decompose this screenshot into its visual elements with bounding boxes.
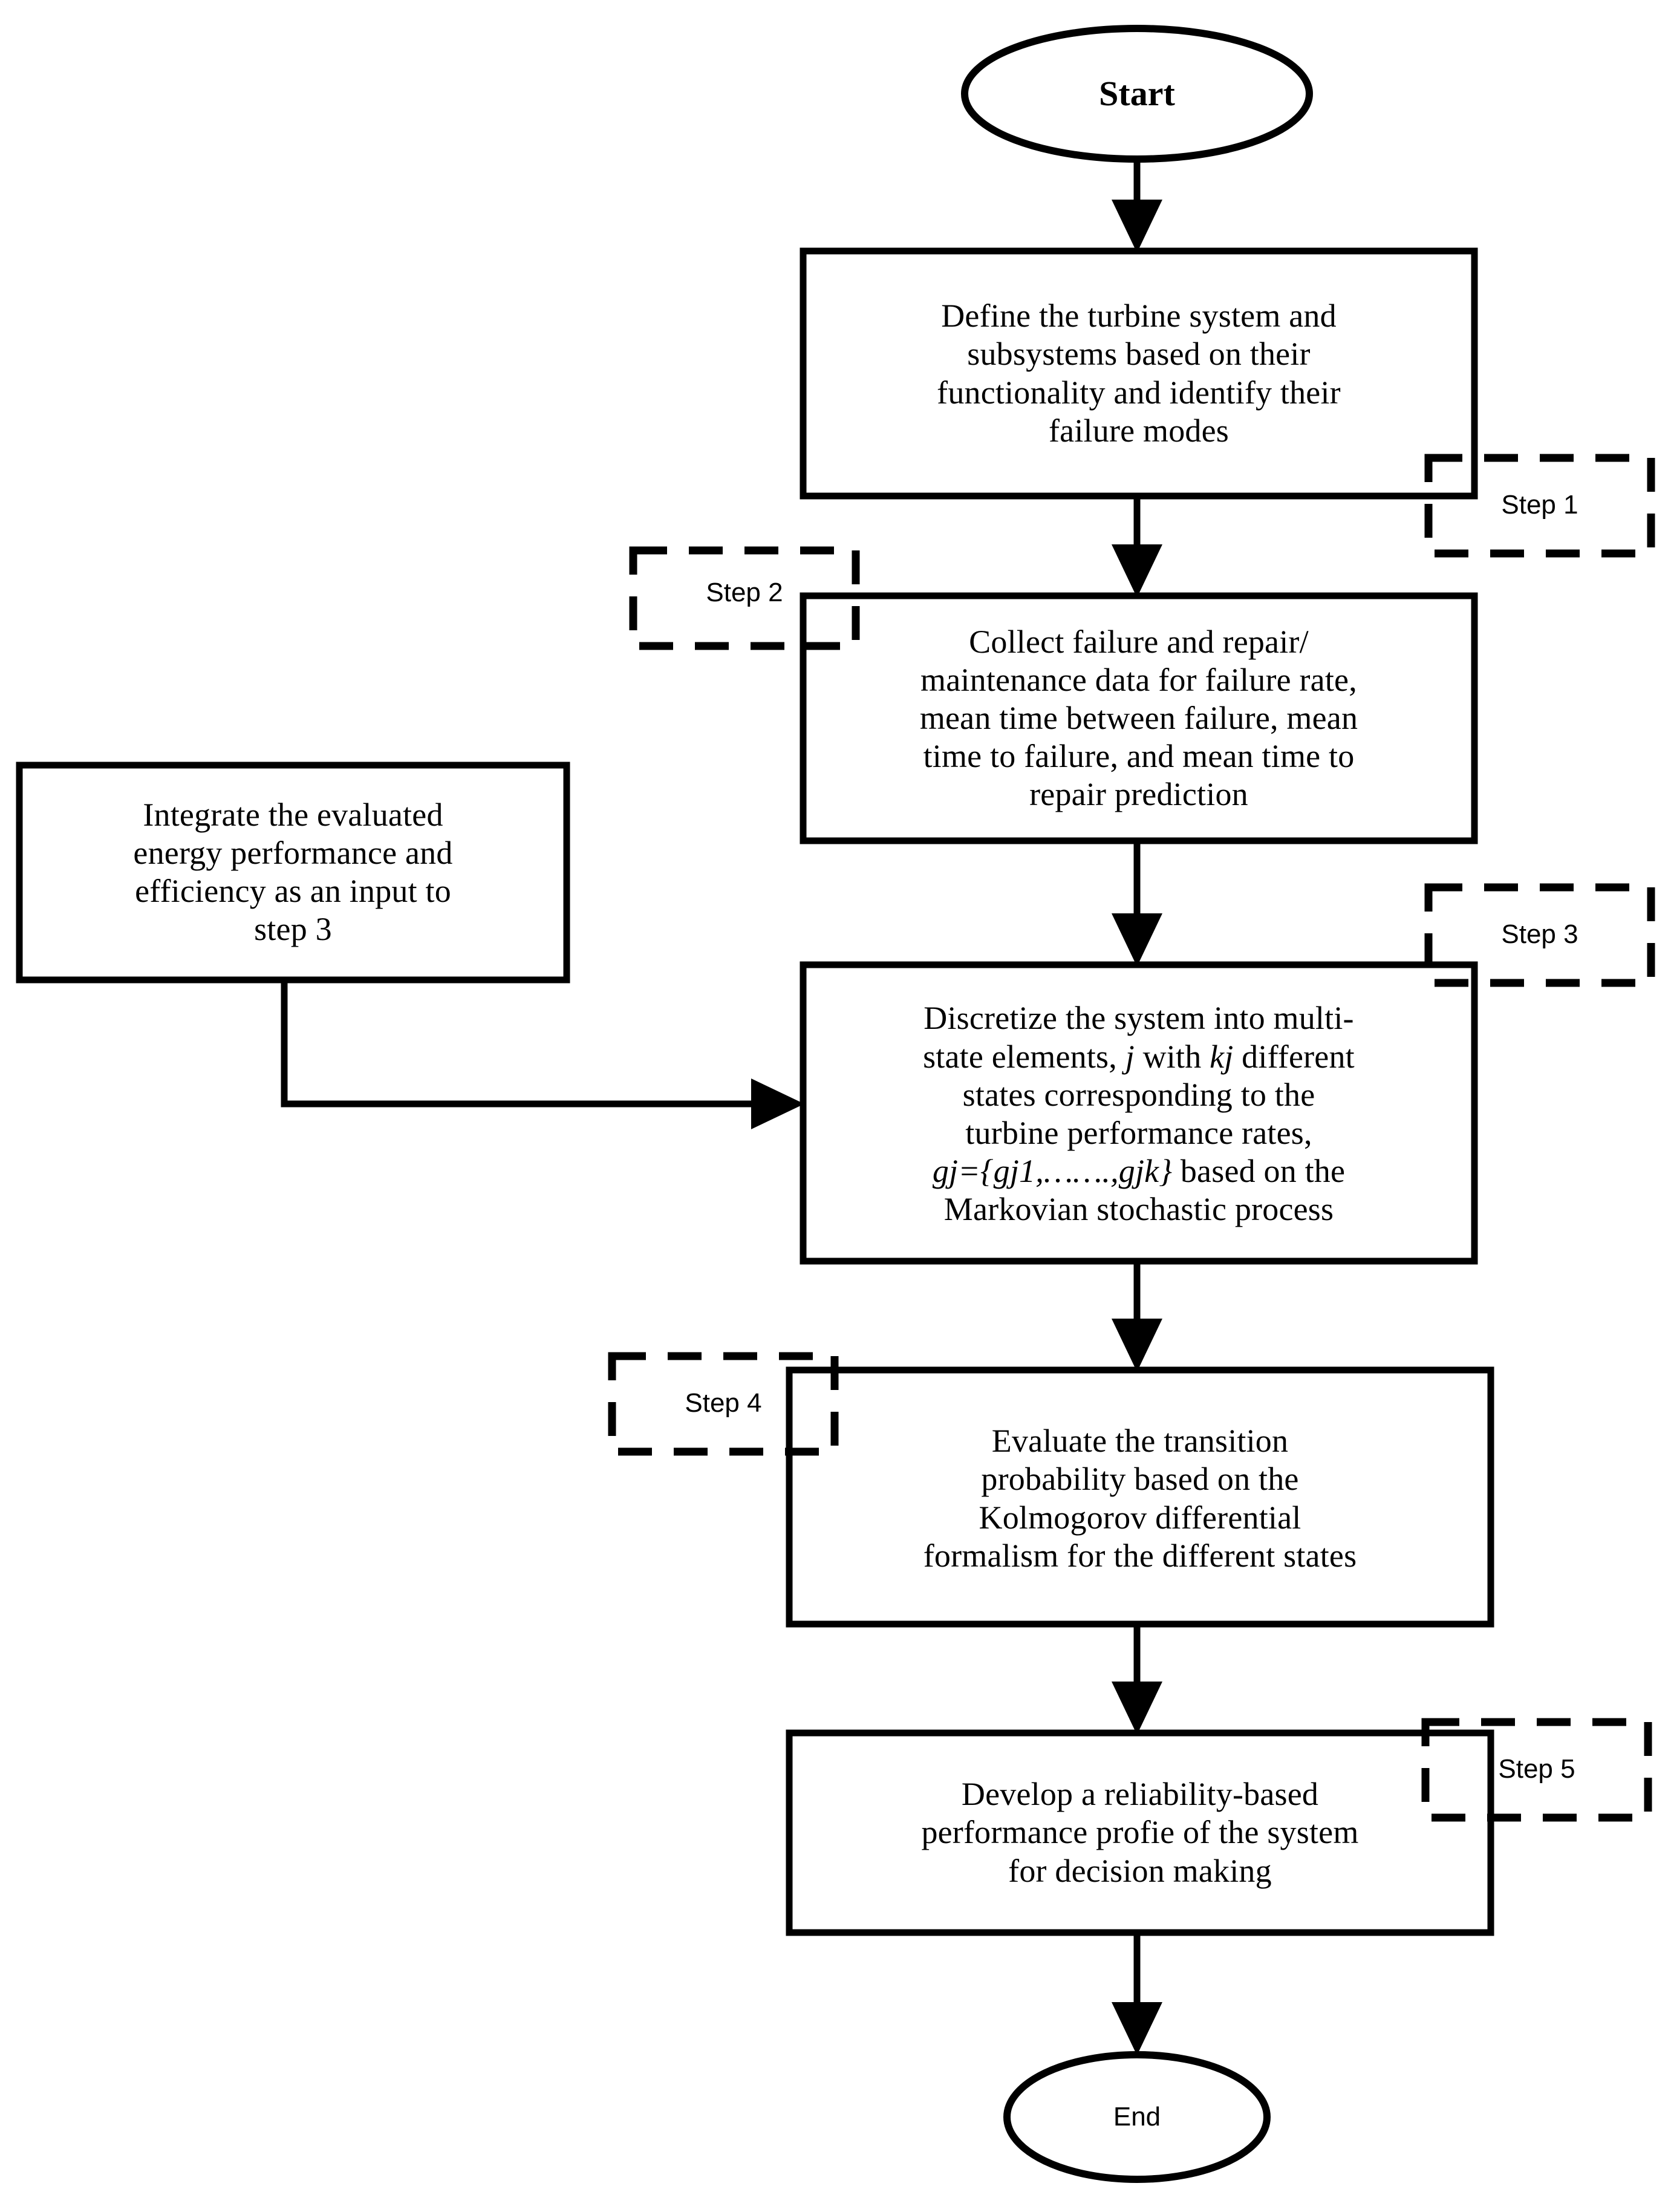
step2-callout-shape bbox=[629, 546, 860, 650]
box3-line2-mid: with bbox=[1134, 1038, 1210, 1075]
edge-box5-to-end bbox=[1112, 1933, 1162, 2055]
step4-callout-shape bbox=[608, 1352, 839, 1456]
side-box-label: Integrate the evaluated energy performan… bbox=[133, 796, 453, 948]
step1-callout-shape bbox=[1424, 454, 1655, 558]
box2-label: Collect failure and repair/ maintenance … bbox=[919, 623, 1358, 813]
step3-label: Step 3 bbox=[1501, 919, 1578, 950]
box3-var-kj: kj bbox=[1210, 1038, 1234, 1075]
end-node-shape bbox=[1003, 2051, 1271, 2183]
box2-shape bbox=[800, 592, 1478, 844]
step5-callout-shape bbox=[1421, 1718, 1652, 1822]
box3-line-4: turbine performance rates, bbox=[965, 1115, 1312, 1151]
box3-formula-gj: gj={gj1,…….,gjk} bbox=[932, 1153, 1173, 1190]
edge-box2-to-box3 bbox=[1112, 841, 1162, 967]
box3-line-6: Markovian stochastic process bbox=[943, 1191, 1334, 1228]
box3-line-5: gj={gj1,…….,gjk} based on the bbox=[933, 1152, 1345, 1190]
box4-label: Evaluate the transition probability base… bbox=[923, 1423, 1357, 1574]
edge-box4-to-box5 bbox=[1112, 1624, 1162, 1735]
step4-label: Step 4 bbox=[685, 1388, 762, 1418]
box4-shape bbox=[786, 1366, 1494, 1628]
side-box-shape bbox=[16, 762, 570, 984]
box1-shape bbox=[800, 247, 1478, 500]
start-node-label: Start bbox=[1099, 74, 1175, 114]
step2-label: Step 2 bbox=[706, 578, 783, 608]
edge-sidebox-to-box3 bbox=[281, 980, 804, 1129]
edge-box1-to-box2 bbox=[1112, 496, 1162, 598]
box3-shape bbox=[800, 961, 1478, 1265]
box3-line2-post: different bbox=[1233, 1038, 1355, 1075]
box3-line-3: states corresponding to the bbox=[962, 1076, 1315, 1113]
start-node-shape bbox=[961, 25, 1313, 163]
box1-label: Define the turbine system and subsystems… bbox=[937, 298, 1341, 449]
end-node-label: End bbox=[1113, 2102, 1161, 2132]
box3-line-2: state elements, j with kj different bbox=[923, 1038, 1355, 1076]
box3-line2-pre: state elements, bbox=[923, 1038, 1125, 1075]
edge-box3-to-box4 bbox=[1112, 1261, 1162, 1372]
box3-line-1: Discretize the system into multi- bbox=[923, 1000, 1354, 1037]
box3-var-j: j bbox=[1125, 1038, 1135, 1075]
step5-label: Step 5 bbox=[1498, 1754, 1575, 1784]
box5-label: Develop a reliability-based performance … bbox=[921, 1776, 1359, 1889]
step3-callout-shape bbox=[1424, 883, 1655, 987]
box3-line5-post: based on the bbox=[1172, 1153, 1346, 1190]
box3-label: Discretize the system into multi- state … bbox=[813, 975, 1465, 1253]
step1-label: Step 1 bbox=[1501, 490, 1578, 520]
edge-start-to-box1 bbox=[1112, 158, 1162, 253]
box5-shape bbox=[786, 1729, 1494, 1936]
